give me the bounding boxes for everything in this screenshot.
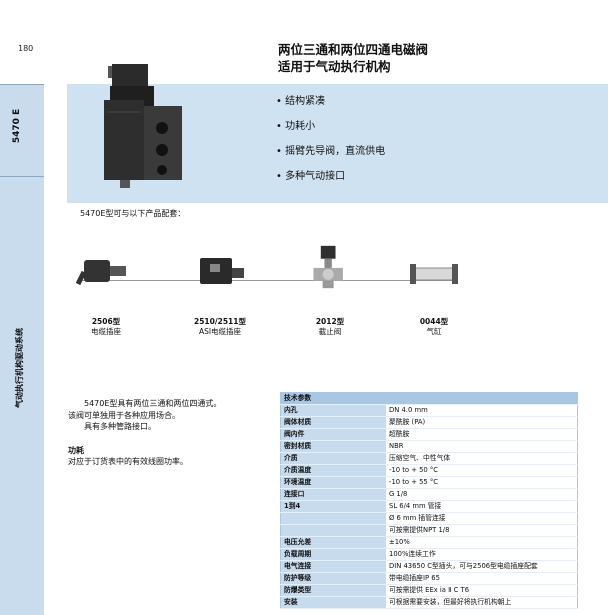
stop-valve-image xyxy=(313,245,343,289)
page-number: 180 xyxy=(18,44,34,53)
table-row: 安装可根据需要安装，但最好将执行机构朝上 xyxy=(280,596,578,609)
sidebar-divider xyxy=(0,84,44,85)
spec-value: G 1/8 xyxy=(385,488,578,501)
spec-key: 密封材质 xyxy=(280,440,386,453)
table-row: 环境温度-10 to + 55 °C xyxy=(280,476,578,489)
spec-value: NBR xyxy=(385,440,578,453)
power-heading: 功耗 xyxy=(68,445,84,455)
spec-key: 阀体材质 xyxy=(280,416,386,429)
spec-value: -10 to + 55 °C xyxy=(385,476,578,489)
description-para: 具有多种管路接口。 xyxy=(84,422,156,431)
table-row: 介质压缩空气、中性气体 xyxy=(280,452,578,465)
spec-key: 阀内件 xyxy=(280,428,386,441)
table-row: 防爆类型可按需提供 EEx ia Ⅱ C T6 xyxy=(280,584,578,597)
sidebar-section-title: 气动执行机构驱动系统 xyxy=(15,328,24,408)
table-row: 介质温度-10 to + 50 °C xyxy=(280,464,578,477)
accessory-label: ASI电缆插座 xyxy=(198,327,242,336)
solenoid-valve-image xyxy=(104,64,182,188)
spec-value: 100%连续工作 xyxy=(385,548,578,561)
feature-list: 结构紧凑 功耗小 摇臂先导阀，直流供电 多种气动接口 xyxy=(276,95,385,195)
table-row: 阀体材质聚酰胺 (PA) xyxy=(280,416,578,429)
accessory-divider xyxy=(78,280,458,281)
spec-key: 安装 xyxy=(280,596,386,609)
spec-key: 连接口 xyxy=(280,488,386,501)
spec-value: DN 4.0 mm xyxy=(385,404,578,417)
accessory-label: 电缆插座 xyxy=(91,327,121,336)
spec-value: 带电缆插座IP 65 xyxy=(385,572,578,585)
spec-key: 1到4 xyxy=(280,500,386,513)
spec-value: 可根据需要安装，但最好将执行机构朝上 xyxy=(385,596,578,609)
table-row: 可按需提供NPT 1/8 xyxy=(280,524,578,537)
accessory-code: 2506型 xyxy=(91,317,121,326)
accessory-item: 2012型 截止阀 xyxy=(290,317,370,337)
cylinder-image xyxy=(410,264,458,284)
spec-key xyxy=(280,512,386,525)
table-row: Ø 6 mm 插管连接 xyxy=(280,512,578,525)
accessory-code: 2012型 xyxy=(315,317,345,326)
spec-value: SL 6/4 mm 管接 xyxy=(385,500,578,513)
spec-key xyxy=(280,524,386,537)
spec-value: Ø 6 mm 插管连接 xyxy=(385,512,578,525)
spec-key: 防护等级 xyxy=(280,572,386,585)
spec-value: DIN 43650 C型插头，可与2506型电缆插座配套 xyxy=(385,560,578,573)
title-line-1: 两位三通和两位四通电磁阀 xyxy=(278,42,429,57)
spec-value: 可按需提供NPT 1/8 xyxy=(385,524,578,537)
description: 5470E型具有两位三通和两位四通式。 该阀可单独用于各种应用场合。 具有多种管… xyxy=(68,398,268,468)
accessory-label: 截止阀 xyxy=(318,327,342,336)
spec-value: 超酰胺 xyxy=(385,428,578,441)
spec-value: -10 to + 50 °C xyxy=(385,464,578,477)
sidebar-product-code: 5470 E xyxy=(12,108,22,144)
spec-key: 介质 xyxy=(280,452,386,465)
spec-key: 环境温度 xyxy=(280,476,386,489)
feature-item: 结构紧凑 xyxy=(276,95,385,120)
table-header: 技术参数 xyxy=(280,392,578,405)
spec-value: ±10% xyxy=(385,536,578,549)
spec-key: 负载周期 xyxy=(280,548,386,561)
description-para: 5470E型具有两位三通和两位四通式。 xyxy=(84,399,222,408)
accessory-label: 气缸 xyxy=(426,327,442,336)
sidebar-divider xyxy=(0,176,44,177)
accessory-item: 0044型 气缸 xyxy=(394,317,474,337)
table-row: 防护等级带电缆插座IP 65 xyxy=(280,572,578,585)
feature-item: 功耗小 xyxy=(276,120,385,145)
accessory-code: 2510/2511型 xyxy=(194,317,246,326)
table-row: 电压允差±10% xyxy=(280,536,578,549)
table-header-row: 技术参数 xyxy=(280,392,578,405)
description-para: 该阀可单独用于各种应用场合。 xyxy=(68,410,180,420)
title-line-2: 适用于气动执行机构 xyxy=(278,59,391,74)
compatibility-intro: 5470E型可与以下产品配套： xyxy=(80,209,186,218)
power-text: 对应于订货表中的有效线圈功率。 xyxy=(68,457,188,466)
spec-key: 介质温度 xyxy=(280,464,386,477)
page-title: 两位三通和两位四通电磁阀 适用于气动执行机构 xyxy=(278,41,428,75)
spec-value: 聚酰胺 (PA) xyxy=(385,416,578,429)
spec-key: 防爆类型 xyxy=(280,584,386,597)
spec-key: 电压允差 xyxy=(280,536,386,549)
accessory-item: 2506型 电缆插座 xyxy=(66,317,146,337)
table-row: 阀内件超酰胺 xyxy=(280,428,578,441)
spec-key: 内孔 xyxy=(280,404,386,417)
spec-value: 压缩空气、中性气体 xyxy=(385,452,578,465)
sidebar xyxy=(0,84,44,615)
spec-key: 电气连接 xyxy=(280,560,386,573)
feature-item: 多种气动接口 xyxy=(276,170,385,195)
feature-item: 摇臂先导阀，直流供电 xyxy=(276,145,385,170)
accessory-item: 2510/2511型 ASI电缆插座 xyxy=(180,317,260,337)
spec-value: 可按需提供 EEx ia Ⅱ C T6 xyxy=(385,584,578,597)
accessory-code: 0044型 xyxy=(419,317,449,326)
cable-socket-image xyxy=(76,260,126,286)
asi-cable-socket-image xyxy=(200,258,244,284)
